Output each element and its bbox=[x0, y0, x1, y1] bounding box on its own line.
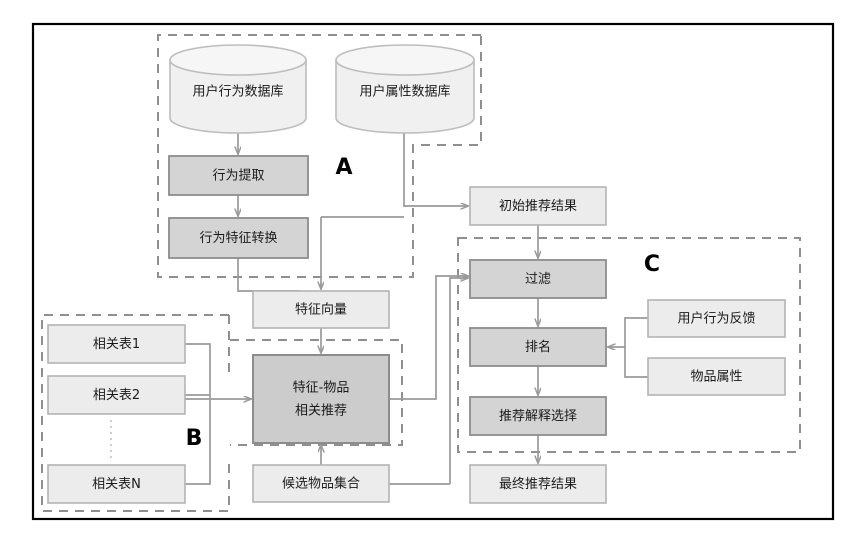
node-behavior-extraction[interactable]: 行为提取 bbox=[168, 155, 309, 196]
connector-feedback-bus-bottom bbox=[624, 347, 648, 378]
filter-label: 过滤 bbox=[525, 272, 551, 287]
related-table-n-box[interactable] bbox=[47, 464, 186, 504]
connectors bbox=[110, 133, 648, 485]
node-explanation-selection[interactable]: 推荐解释选择 bbox=[469, 396, 607, 436]
ranking-label: 排名 bbox=[525, 339, 551, 355]
candidate-item-set-box[interactable] bbox=[252, 464, 390, 503]
explanation-selection-label: 推荐解释选择 bbox=[499, 409, 577, 424]
node-filter[interactable]: 过滤 bbox=[469, 259, 607, 299]
connector-table1-bus bbox=[185, 343, 211, 399]
user-attribute-db-label: 用户属性数据库 bbox=[359, 84, 450, 100]
user-behavior-feedback-box[interactable] bbox=[647, 299, 786, 338]
related-table-2-label: 相关表2 bbox=[93, 388, 140, 403]
database-user-behavior: 用户行为数据库 bbox=[169, 44, 307, 134]
initial-recommend-result-box[interactable] bbox=[469, 186, 607, 226]
node-related-table-1[interactable]: 相关表1 bbox=[47, 324, 186, 364]
initial-recommend-result-label: 初始推荐结果 bbox=[499, 199, 577, 214]
ranking-box[interactable] bbox=[469, 327, 607, 367]
connector-final-feedback-loop bbox=[449, 278, 468, 484]
connector-transform-to-vector bbox=[237, 258, 300, 292]
group-boundaries bbox=[41, 34, 801, 512]
node-related-table-n[interactable]: 相关表N bbox=[47, 464, 186, 504]
group-c-boundary bbox=[457, 237, 801, 453]
database-user-attribute: 用户属性数据库 bbox=[335, 44, 475, 134]
explanation-selection-box[interactable] bbox=[469, 396, 607, 436]
feature-item-recommend-label-line1: 特征-物品 bbox=[293, 381, 350, 396]
final-recommend-result-label: 最终推荐结果 bbox=[499, 476, 577, 492]
related-table-1-label: 相关表1 bbox=[93, 337, 140, 352]
item-attribute-label: 物品属性 bbox=[690, 370, 742, 385]
node-ranking[interactable]: 排名 bbox=[469, 327, 607, 367]
filter-box[interactable] bbox=[469, 259, 607, 299]
candidate-item-set-label: 候选物品集合 bbox=[282, 476, 360, 492]
final-recommend-result-box[interactable] bbox=[469, 464, 607, 504]
node-feature-vector[interactable]: 特征向量 bbox=[252, 290, 390, 329]
feature-item-recommend-label-line2: 相关推荐 bbox=[295, 404, 347, 419]
group-letter-a: A bbox=[335, 155, 352, 180]
user-behavior-feedback-label: 用户行为反馈 bbox=[677, 311, 755, 327]
feature-vector-box[interactable] bbox=[252, 290, 390, 329]
group-letter-c: C bbox=[644, 252, 660, 277]
related-table-1-box[interactable] bbox=[47, 324, 186, 364]
related-table-2-box[interactable] bbox=[47, 375, 186, 415]
connector-tablen-bus bbox=[185, 399, 211, 485]
related-table-n-label: 相关表N bbox=[92, 477, 141, 492]
node-feature-item-recommend[interactable]: 特征-物品 相关推荐 bbox=[252, 354, 390, 444]
feature-vector-label: 特征向量 bbox=[295, 302, 347, 318]
node-related-table-2[interactable]: 相关表2 bbox=[47, 375, 186, 415]
user-attribute-db-top bbox=[335, 44, 475, 76]
node-candidate-item-set[interactable]: 候选物品集合 bbox=[252, 464, 390, 503]
connector-attrdb-to-initial bbox=[403, 133, 468, 206]
user-behavior-db-label: 用户行为数据库 bbox=[192, 84, 283, 100]
group-letter-b: B bbox=[186, 426, 203, 451]
group-middle-boundary bbox=[230, 339, 403, 446]
node-initial-recommend-result[interactable]: 初始推荐结果 bbox=[469, 186, 607, 226]
behavior-feature-transform-box[interactable] bbox=[168, 217, 309, 259]
node-user-behavior-feedback[interactable]: 用户行为反馈 bbox=[647, 299, 786, 338]
user-behavior-db-top bbox=[169, 44, 307, 76]
node-behavior-feature-transform[interactable]: 行为特征转换 bbox=[168, 217, 309, 259]
outer-frame bbox=[31, 22, 835, 521]
node-final-recommend-result[interactable]: 最终推荐结果 bbox=[469, 464, 607, 504]
user-attribute-db-body bbox=[335, 59, 475, 134]
item-attribute-box[interactable] bbox=[647, 357, 786, 396]
user-behavior-db-body bbox=[169, 59, 307, 134]
feature-item-recommend-box[interactable] bbox=[252, 354, 390, 444]
behavior-extraction-box[interactable] bbox=[168, 155, 309, 196]
group-a-boundary bbox=[157, 34, 482, 278]
connector-feedback-bus-top bbox=[624, 317, 648, 347]
connector-recommend-right bbox=[389, 276, 468, 400]
behavior-extraction-label: 行为提取 bbox=[212, 168, 264, 184]
behavior-feature-transform-label: 行为特征转换 bbox=[199, 231, 277, 246]
node-item-attribute[interactable]: 物品属性 bbox=[647, 357, 786, 396]
